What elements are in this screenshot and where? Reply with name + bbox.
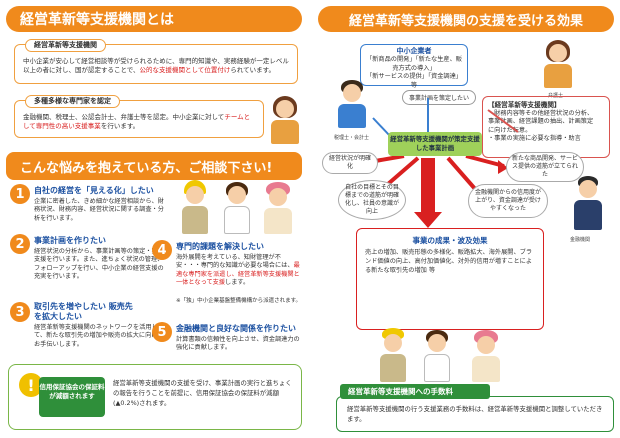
workers-illustration bbox=[178, 180, 298, 236]
sme-title: 中小企業者 bbox=[396, 47, 432, 55]
definition-text-b: られています。 bbox=[230, 65, 276, 74]
supporter-line-1: ・財務内容等その他経営状況の分析、 bbox=[488, 109, 594, 117]
item-3-number: 3 bbox=[10, 302, 30, 322]
definition-text-red: 公的な支援機関として位置付け bbox=[139, 65, 231, 74]
item-4-number: 4 bbox=[152, 240, 172, 260]
guarantee-text: 経営革新等支援機関の支援を受け、事業計画の実行と進ちょくの報告を行うことを前提に… bbox=[113, 379, 292, 407]
plan-pill: 事業計画を策定したい bbox=[402, 90, 477, 105]
item-1-title: 自社の経営を「見える化」したい bbox=[34, 186, 154, 195]
item-2-number: 2 bbox=[10, 234, 30, 254]
item-1-number: 1 bbox=[10, 184, 30, 204]
supporter-title: 【経営革新等支援機関】 bbox=[488, 101, 561, 109]
happy-people-illustration bbox=[378, 328, 510, 384]
item-3-body: 経営革新等支援機関のネットワークを活用して、新たな取引先の増加や販売の拡大に向け… bbox=[34, 324, 164, 348]
experts-text-a: 金融機関、税理士、公認会計士、弁護士等を認定。中小企業に対して bbox=[23, 113, 225, 121]
center-plan-box: 経営革新等支援機関が策定支援した事業計画 bbox=[388, 132, 482, 156]
item-1-body: 企業に密着した、きめ細かな経営相談から、財務状況、財務内容、経営状況に関する調査… bbox=[34, 198, 164, 222]
tax-caption: 税理士・会計士 bbox=[334, 135, 370, 141]
sme-box: 中小企業者 「新商品の開発」「新たな生産、販売方式の導入」 「新サービスの提供」… bbox=[360, 44, 468, 89]
fee-body: 経営革新等支援機関の行う支援業務の手数料は、経営革新等支援機関と調整していただき… bbox=[347, 405, 603, 423]
result-title: 事業の成果・波及効果 bbox=[412, 236, 488, 245]
worry-title-banner: こんな悩みを抱えている方、ご相談下さい! bbox=[6, 152, 302, 180]
item-4-body: 海外展開を考えている、知財管理が不安・・・専門的な知識が必要な場合には、最適な専… bbox=[176, 254, 302, 287]
item-4-note: ※「独」中小企業基盤整備機構から派遣されます。 bbox=[176, 298, 302, 304]
item-2-body: 経営状況の分析から、事業計画等の策定・実行支援を行います。また、進ちょく状況の管… bbox=[34, 248, 164, 281]
sme-line-2: 「新サービスの提供」「資金調達」等 bbox=[366, 73, 462, 89]
bubble-clarity: 経営状況が明確化 bbox=[322, 152, 378, 174]
supporter-line-4: ・事業の実施に必要な指導・助言 bbox=[488, 134, 581, 142]
definition-tag: 経営革新等支援機関 bbox=[25, 39, 106, 53]
definition-box: 経営革新等支援機関 中小企業が安心して経営相談等が受けられるために、専門的知識や… bbox=[14, 39, 298, 84]
bank-caption: 金融機関 bbox=[570, 237, 591, 243]
sme-line-1: 「新商品の開発」「新たな生産、販売方式の導入」 bbox=[366, 56, 462, 72]
lawyer-illustration bbox=[540, 40, 576, 90]
supporter-line-2: 事業計画、経営課題の抽出、計画策定 bbox=[488, 118, 594, 126]
item-5-body: 計算書類の信頼性を向上させ、資金調達力の強化に貢献します。 bbox=[176, 336, 300, 352]
item-2-title: 事業計画を作りたい bbox=[34, 236, 106, 245]
item-5-title: 金融機関と良好な関係を作りたい bbox=[176, 324, 296, 333]
item-4-body-red: 最適な専門家を派遣し、経営革新等支援機関と一体となって支援 bbox=[176, 262, 300, 287]
experts-text-red: チームとして専門性の高い支援事業 bbox=[23, 113, 251, 130]
experts-text-b: を行います。 bbox=[100, 121, 140, 130]
item-4-title: 専門的課題を解決したい bbox=[176, 242, 264, 251]
result-body: 売上の増加、販売形態の多様化、販路拡大、海外展開、ブランド価値の向上、高付加価値… bbox=[365, 249, 533, 274]
left-title-banner: 経営革新等支援機関とは bbox=[6, 6, 302, 32]
bubble-new-products: 新たな商品開発、サービス提供の道筋が立てられた bbox=[506, 152, 584, 182]
item-3-title: 取引先を増やしたい 販売先を拡大したい bbox=[34, 302, 133, 321]
guarantee-box: ! 信用保証協会の保証料が減額されます 経営革新等支援機関の支援を受け、事業計画… bbox=[8, 364, 302, 430]
right-title-banner: 経営革新等支援機関の支援を受ける効果 bbox=[318, 6, 614, 32]
experts-box: 多種多様な専門家を認定 金融機関、税理士、公認会計士、弁護士等を認定。中小企業に… bbox=[14, 95, 264, 138]
definition-text-a: 中小企業が安心して経営相談等が受けられるために、専門的知識や、実務経験が一定レベ… bbox=[23, 57, 289, 74]
bubble-credit: 金融機関からの信用度が上がり、資金調達が受けやすくなった bbox=[468, 184, 548, 218]
fee-box: 経営革新等支援機関の行う支援業務の手数料は、経営革新等支援機関と調整していただき… bbox=[336, 396, 614, 432]
fee-title: 経営革新等支援機関への手数料 bbox=[340, 384, 490, 399]
item-4-body-b: します。 bbox=[225, 279, 250, 287]
experts-tag: 多種多様な専門家を認定 bbox=[25, 95, 120, 109]
supporter-line-3: に向けた転意。 bbox=[488, 126, 532, 134]
guarantee-label: 信用保証協会の保証料が減額されます bbox=[39, 377, 105, 417]
bank-illustration bbox=[568, 176, 608, 232]
tax-accountant-illustration bbox=[334, 80, 370, 130]
item-4-body-a: 海外展開を考えている、知財管理が不安・・・専門的な知識が必要な場合には、 bbox=[176, 254, 294, 270]
result-box: 事業の成果・波及効果 売上の増加、販売形態の多様化、販路拡大、海外展開、ブランド… bbox=[356, 228, 544, 330]
bubble-goal: 自社の目標とその目標までの道筋が明確化し、社員の意識が向上 bbox=[338, 180, 406, 220]
item-5-number: 5 bbox=[152, 322, 172, 342]
woman-illustration bbox=[268, 96, 302, 146]
